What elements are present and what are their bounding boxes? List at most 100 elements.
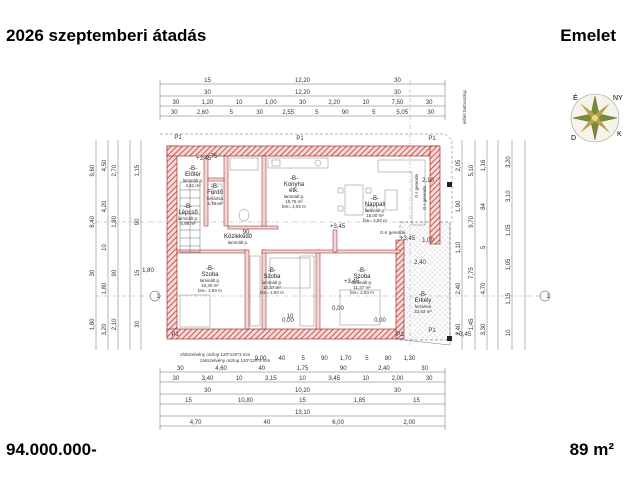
right-dimension: 1,90 (456, 200, 462, 212)
right-dimension: 1,16 (481, 159, 487, 171)
bottom-dimension: 5 (301, 356, 305, 362)
bottom-dimension: 4,70 (190, 420, 202, 426)
compass-icon: É K D NY (570, 93, 623, 143)
room-detail: 11,37 m² (353, 285, 371, 290)
misc-dimension: 1,00 (422, 238, 434, 244)
bottom-dimension: 40 (264, 420, 271, 426)
misc-dimension: 10 (287, 314, 294, 320)
top-dimension: 30 (256, 110, 263, 116)
left-dimension: 4,50 (102, 159, 108, 171)
misc-dimension: 2,10 (422, 178, 434, 184)
left-dimension: 90 (135, 218, 141, 225)
axis-marker-circles (149, 290, 551, 302)
left-dimension: 2,10 (112, 318, 118, 330)
room-name: Szoba (353, 274, 371, 280)
top-dimension: 2,60 (197, 110, 209, 116)
room-detail: bm= 2,93 m (198, 288, 222, 293)
level-mark: +3,45 (400, 236, 416, 242)
section-marker: P1 (428, 328, 436, 334)
right-dimension: 5,10 (469, 164, 475, 176)
compass-letter-w: NY (613, 95, 623, 102)
bottom-dimension: 15 (413, 398, 420, 404)
level-mark: +3,45 (456, 332, 472, 338)
bottom-dimension: 10,20 (295, 388, 311, 394)
compass-letter-s: D (571, 135, 576, 142)
top-dimension: 30 (394, 78, 401, 84)
level-mark: +3,45 (344, 279, 360, 285)
bottom-dimension: 5 (365, 356, 369, 362)
room-detail: 5,70 m² (207, 201, 223, 206)
bottom-dimension: 15 (299, 398, 306, 404)
bottom-dimension: 9,00 (255, 356, 267, 362)
top-dimension: 30 (204, 90, 211, 96)
section-marker: P1 (396, 332, 404, 338)
bottom-dimension: 2,00 (392, 376, 404, 382)
right-dimension: 84 (481, 203, 487, 210)
plan-note: előlét tartóoszlop (462, 89, 467, 124)
room-detail: bm= 2,93 m (282, 204, 306, 209)
left-dimension: 2,70 (112, 164, 118, 176)
section-marker: P1 (174, 135, 182, 141)
room-detail: laminált p. (284, 194, 305, 199)
bottom-dimension: 90 (321, 356, 328, 362)
right-dimension: 4,70 (481, 282, 487, 294)
top-dimension: 5,05 (396, 110, 408, 116)
left-dimension: 1,80 (102, 282, 108, 294)
room-detail: 4,61 m² (185, 183, 201, 188)
right-dimension: 1,05 (506, 224, 512, 236)
room-name: -B- (184, 204, 192, 210)
section-marker: P1 (296, 136, 304, 142)
bottom-dimension: 3,15 (265, 376, 277, 382)
room-detail: kerámia (207, 196, 224, 201)
left-dimension: 1,80 (112, 215, 118, 227)
plan-note: zártszelvény oszlop 120*120*3 mm (200, 358, 271, 363)
room-name: Szoba (201, 272, 219, 278)
bottom-dimension: 10 (299, 376, 306, 382)
level-mark: +3,45 (330, 224, 346, 230)
left-dimension: 1,15 (135, 164, 141, 176)
right-dimension: 5 (481, 245, 487, 249)
exterior-walls (166, 145, 441, 340)
misc-dimension: 0,00 (282, 318, 294, 324)
top-dimension: 30 (426, 100, 433, 106)
bottom-dimension: 30 (426, 376, 433, 382)
top-dimension: 30 (427, 110, 434, 116)
left-dimension: 30 (90, 269, 96, 276)
top-dimension: 30 (172, 100, 179, 106)
bottom-dimension: 1,85 (354, 398, 366, 404)
top-dimension: 10 (236, 100, 243, 106)
room-detail: 5,98 m² (180, 221, 196, 226)
left-dimension: 4,20 (102, 200, 108, 212)
top-dimension: 1,00 (265, 100, 277, 106)
plan-note: G-II gerenda (380, 230, 406, 235)
room-detail: 18,00 m² (366, 213, 384, 218)
left-dimension: 3,20 (102, 323, 108, 335)
right-dimension: 9,70 (469, 215, 475, 227)
bottom-dimension: 4,60 (215, 366, 227, 372)
misc-dimension: 75 (211, 154, 218, 160)
top-dimension: 5 (372, 110, 376, 116)
room-name: Erkély (415, 298, 432, 304)
level-mark: +3,45 (196, 156, 212, 162)
misc-dimension: 2,40 (414, 260, 426, 266)
right-dimension-lines (461, 140, 526, 350)
right-dimension: 2,40 (456, 323, 462, 335)
top-dimension: 2,55 (282, 110, 294, 116)
bottom-dimension: 6,00 (332, 420, 344, 426)
bottom-dimension: 2,00 (404, 420, 416, 426)
bottom-dimension: 30 (421, 366, 428, 372)
bottom-dimension: 30 (172, 376, 179, 382)
left-dimension-lines (95, 140, 142, 350)
misc-dimension: 90 (243, 230, 250, 236)
right-dimension: 7,75 (469, 267, 475, 279)
bottom-dimension: 1,70 (340, 356, 352, 362)
left-dimension: 8,40 (90, 215, 96, 227)
room-name: Közlekedő (224, 234, 253, 240)
top-dimension-lines (159, 80, 446, 120)
left-dimension: 15 (135, 269, 141, 276)
right-dimension: 10 (506, 329, 512, 336)
right-dimension: 2,40 (456, 282, 462, 294)
staircase (179, 181, 201, 253)
